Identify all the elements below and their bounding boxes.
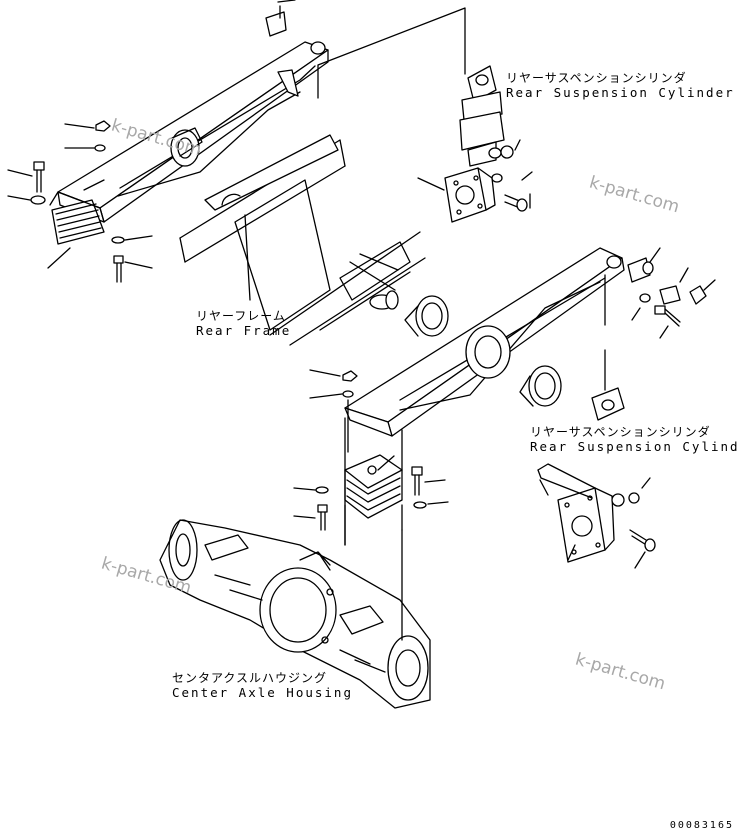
- lower-mount-pad: [344, 417, 403, 546]
- lower-hardware: [293, 369, 449, 531]
- center-axle-housing-label: センタアクスルハウジング Center Axle Housing: [172, 671, 353, 700]
- pin-hardware: [627, 247, 716, 339]
- label-jp: リヤーフレーム: [196, 309, 286, 323]
- label-jp: リヤーサスペンションシリンダ: [530, 425, 711, 439]
- label-jp: リヤーサスペンションシリンダ: [506, 71, 687, 85]
- rear-suspension-cylinder-label-bottom: リヤーサスペンションシリンダ Rear Suspension Cylinder: [530, 425, 740, 454]
- label-en: Rear Frame: [196, 322, 292, 338]
- top-suspension-cylinder: [317, 7, 533, 223]
- drawing-number: 00083165: [669, 820, 734, 831]
- bottom-suspension-cylinder: [537, 274, 656, 569]
- upper-hardware: [7, 120, 153, 283]
- label-en: Center Axle Housing: [172, 684, 353, 700]
- label-jp: センタアクスルハウジング: [172, 671, 328, 685]
- rear-frame-label: リヤーフレーム Rear Frame: [196, 309, 292, 338]
- bushings: [404, 295, 562, 407]
- rear-suspension-cylinder-label-top: リヤーサスペンションシリンダ Rear Suspension Cylinder: [506, 71, 735, 100]
- upper-equalizer-bar: [57, 0, 329, 223]
- label-en: Rear Suspension Cylinder: [506, 84, 735, 100]
- lower-equalizer-bar: [344, 247, 625, 437]
- upper-mount-pad: [49, 191, 105, 245]
- center-axle-housing: [159, 519, 431, 709]
- label-en: Rear Suspension Cylinder: [530, 438, 740, 454]
- rear-frame: [179, 134, 426, 346]
